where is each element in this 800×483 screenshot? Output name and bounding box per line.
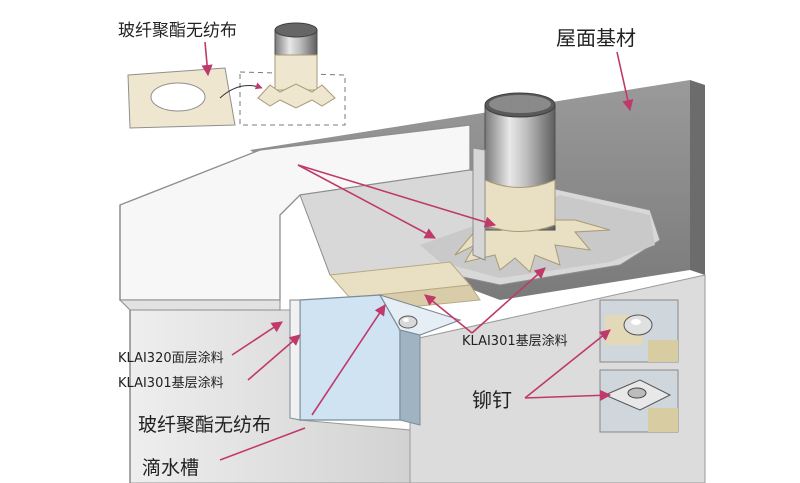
roof-substrate-edge [690, 80, 705, 275]
rivet-detail-top-board [648, 340, 678, 362]
line-drip-groove [219, 427, 306, 461]
inset-arrow [219, 82, 263, 99]
label-base-coat-left: KLAI301基层涂料 [118, 375, 224, 391]
inset-dashed-outline [239, 71, 346, 126]
label-top-coat: KLAI320面层涂料 [118, 350, 224, 366]
label-roof-substrate: 屋面基材 [556, 26, 636, 50]
drip-groove-inner-edge [289, 299, 301, 421]
arrow-base-coat-right-1 [424, 294, 473, 334]
label-rivet: 铆钉 [472, 388, 512, 412]
arrow-top-fabric [201, 41, 213, 77]
arrow-base-coat-left [247, 334, 301, 381]
arrow-fabric-bottom [311, 304, 386, 416]
label-top-fabric: 玻纤聚酯无纺布 [118, 21, 237, 41]
pipe-fabric-sleeve [484, 179, 556, 232]
arrow-base-coat-right-2 [471, 267, 546, 334]
vent-pipe-inner [489, 95, 551, 113]
rivet-highlight [403, 318, 409, 322]
arrow-rivet-top [524, 329, 611, 399]
rivet-detail-top-head [623, 314, 653, 336]
inset-pipe-top [274, 22, 318, 38]
rivet-detail-bottom-board [648, 408, 678, 432]
rivet-head [398, 315, 418, 329]
label-fabric-bottom: 玻纤聚酯无纺布 [138, 414, 271, 436]
arrow-fabric-to-pipe [297, 164, 497, 228]
arrow-top-coat [231, 321, 283, 356]
drip-groove-side [399, 329, 421, 426]
rivet-detail-top-shine [631, 319, 641, 325]
arrow-roof-substrate [616, 51, 634, 112]
arrow-fabric-to-flange [297, 164, 436, 239]
parapet-front-face [118, 299, 281, 311]
inset-fabric-hole [150, 82, 206, 112]
rivet-detail-bottom-head [627, 387, 647, 399]
label-drip-groove: 滴水槽 [142, 457, 199, 479]
inset-pipe-flange [257, 83, 336, 109]
pipe-upstand-coating [472, 147, 486, 261]
label-base-coat-right: KLAI301基层涂料 [462, 333, 568, 349]
arrow-rivet-bottom [524, 389, 612, 401]
